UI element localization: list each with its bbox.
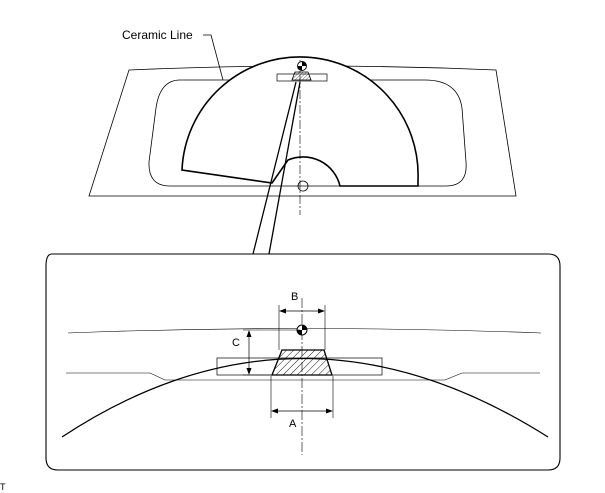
- detail-frame: [45, 253, 561, 471]
- ceramic-line-leader: [203, 34, 224, 81]
- detail-ceramic-line: [66, 372, 540, 381]
- detail-view: B A C: [45, 253, 561, 471]
- ceramic-line-label: Ceramic Line: [122, 28, 193, 42]
- dimension-a-label: A: [289, 418, 297, 430]
- mount-hole: [297, 180, 309, 192]
- reference-mark-icon: [296, 324, 308, 336]
- dimension-b-label: B: [291, 291, 298, 303]
- small-mirror-base: [291, 71, 312, 81]
- ceramic-line-outline: [148, 79, 467, 187]
- corner-mark: T: [0, 482, 6, 492]
- callout-connector: [252, 81, 301, 255]
- dimension-c-label: C: [232, 337, 240, 349]
- dimension-c: C: [232, 329, 300, 376]
- small-reference-mark-icon: [297, 61, 307, 71]
- overview-view: Ceramic Line: [88, 28, 517, 215]
- dimension-a: A: [270, 376, 334, 430]
- dimension-b: B: [278, 291, 326, 350]
